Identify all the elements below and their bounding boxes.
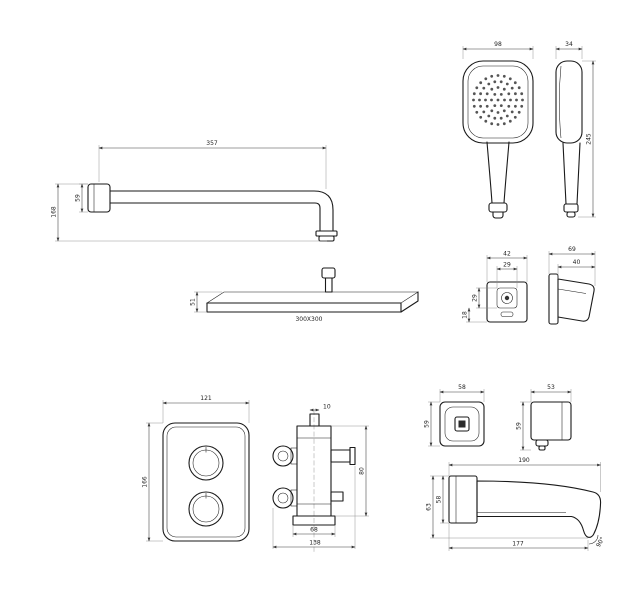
spout-length-label: 190 xyxy=(518,457,530,464)
elbow-outer-width-dim: 42 xyxy=(486,251,528,282)
plate-width-dim: 121 xyxy=(162,395,250,423)
outlet-height-dim: 59 xyxy=(516,401,531,451)
valve-base-width-dim: 68 xyxy=(292,525,336,537)
valve-port-bottom xyxy=(272,487,294,509)
valve-stub-label: 10 xyxy=(323,404,331,411)
plate-width-label: 121 xyxy=(200,395,212,402)
shower-arm-drop-label: 168 xyxy=(51,206,58,218)
spout-angle-label: 90° xyxy=(595,536,606,549)
escutcheon-height-dim: 59 xyxy=(424,401,440,447)
hand-shower-height-label: 245 xyxy=(586,133,593,145)
shower-arm-flange-dim: 59 xyxy=(75,183,88,213)
plate-height-dim: 166 xyxy=(142,422,163,542)
elbow-inner-width-dim: 29 xyxy=(496,262,518,288)
valve-drawing: 10 80 68 138 xyxy=(272,404,369,552)
outlet-width-dim: 53 xyxy=(530,384,572,402)
trim-knob-top xyxy=(188,445,224,481)
hand-shower-head xyxy=(462,60,534,144)
valve-height-label: 80 xyxy=(359,467,366,475)
valve-port-top xyxy=(272,445,294,467)
escutcheon-height-label: 59 xyxy=(424,420,431,428)
wall-elbow-front-drawing: 42 29 29 18 xyxy=(462,251,528,323)
shower-arm-drawing: 357 59 168 xyxy=(51,140,338,242)
holder-width-label: 40 xyxy=(573,259,581,266)
shower-arm-pipe-inner xyxy=(109,202,321,232)
holder-side-drawing: 69 40 xyxy=(548,246,596,325)
elbow-inner-width-label: 29 xyxy=(503,262,511,269)
valve-stub-dim: 10 xyxy=(309,404,331,412)
escutcheon-width-dim: 58 xyxy=(439,384,485,402)
outlet-height-label: 59 xyxy=(516,422,523,430)
valve-base xyxy=(292,515,336,526)
spout-angle-dim: 90° xyxy=(588,534,606,549)
shower-arm-length-dim: 357 xyxy=(98,140,327,189)
elbow-depth-label: 18 xyxy=(462,311,469,319)
rain-head-size-label: 300X300 xyxy=(295,316,322,323)
rain-head-connector xyxy=(321,267,336,279)
holder-width-dim: 40 xyxy=(557,259,596,279)
trim-plate xyxy=(162,422,250,542)
shower-arm-drop-dim: 168 xyxy=(51,183,327,242)
shower-arm-pipe-outer xyxy=(109,190,334,232)
elbow-outer-width-label: 42 xyxy=(503,251,511,258)
holder-depth-label: 69 xyxy=(568,246,576,253)
spout-body xyxy=(476,480,602,538)
hand-shower-depth-dim: 34 xyxy=(555,41,583,59)
hand-shower-front-drawing: 98 xyxy=(462,41,534,219)
valve-base-width-label: 68 xyxy=(310,527,318,534)
trim-knob-bottom xyxy=(188,491,224,527)
hand-shower-width-dim: 98 xyxy=(462,41,534,59)
rain-head-drawing: 51 300X300 xyxy=(190,267,419,323)
hand-shower-depth-label: 34 xyxy=(565,41,573,48)
valve-height-dim: 80 xyxy=(331,425,369,517)
valve-outlet xyxy=(330,449,351,463)
hand-shower-height-dim: 245 xyxy=(578,60,596,218)
shower-arm-flange xyxy=(87,183,111,213)
spout-drawing: 190 63 58 177 90° xyxy=(426,457,606,551)
spout-length-dim: 190 xyxy=(448,457,601,492)
spout-bottom-length-label: 177 xyxy=(512,541,524,548)
spray-nozzle-dots xyxy=(472,74,524,126)
shower-arm-length-label: 357 xyxy=(206,140,218,147)
hand-shower-width-label: 98 xyxy=(494,41,502,48)
spout-wall-block xyxy=(448,475,478,524)
plate-height-label: 166 xyxy=(142,476,149,488)
elbow-inner-height-dim: 29 xyxy=(472,287,497,309)
spout-height-total-label: 63 xyxy=(426,503,433,511)
hand-shower-handle xyxy=(486,141,510,204)
spout-height-body-dim: 58 xyxy=(436,475,449,524)
spout-height-body-label: 58 xyxy=(436,496,443,504)
spout-bottom-length-dim: 177 xyxy=(448,523,589,551)
spout-height-total-dim: 63 xyxy=(426,475,588,539)
valve-total-width-label: 138 xyxy=(309,540,321,547)
valve-total-width-dim: 138 xyxy=(272,466,356,549)
escutcheon-drawing: 58 59 xyxy=(424,384,485,447)
elbow-depth-dim: 18 xyxy=(462,307,487,323)
hand-shower-side-drawing: 34 245 xyxy=(555,41,596,218)
elbow-inner-height-label: 29 xyxy=(472,294,479,302)
escutcheon-width-label: 58 xyxy=(458,384,466,391)
rain-head-thickness-dim: 51 xyxy=(190,291,222,313)
outlet-side-drawing: 53 59 xyxy=(516,384,572,451)
rain-head-front-face xyxy=(206,302,402,313)
shower-arm-flange-label: 59 xyxy=(75,194,82,202)
rain-head-thickness-label: 51 xyxy=(190,298,197,306)
holder-depth-dim: 69 xyxy=(548,246,596,286)
trim-plate-drawing: 121 166 xyxy=(142,395,250,542)
outlet-width-label: 53 xyxy=(547,384,555,391)
